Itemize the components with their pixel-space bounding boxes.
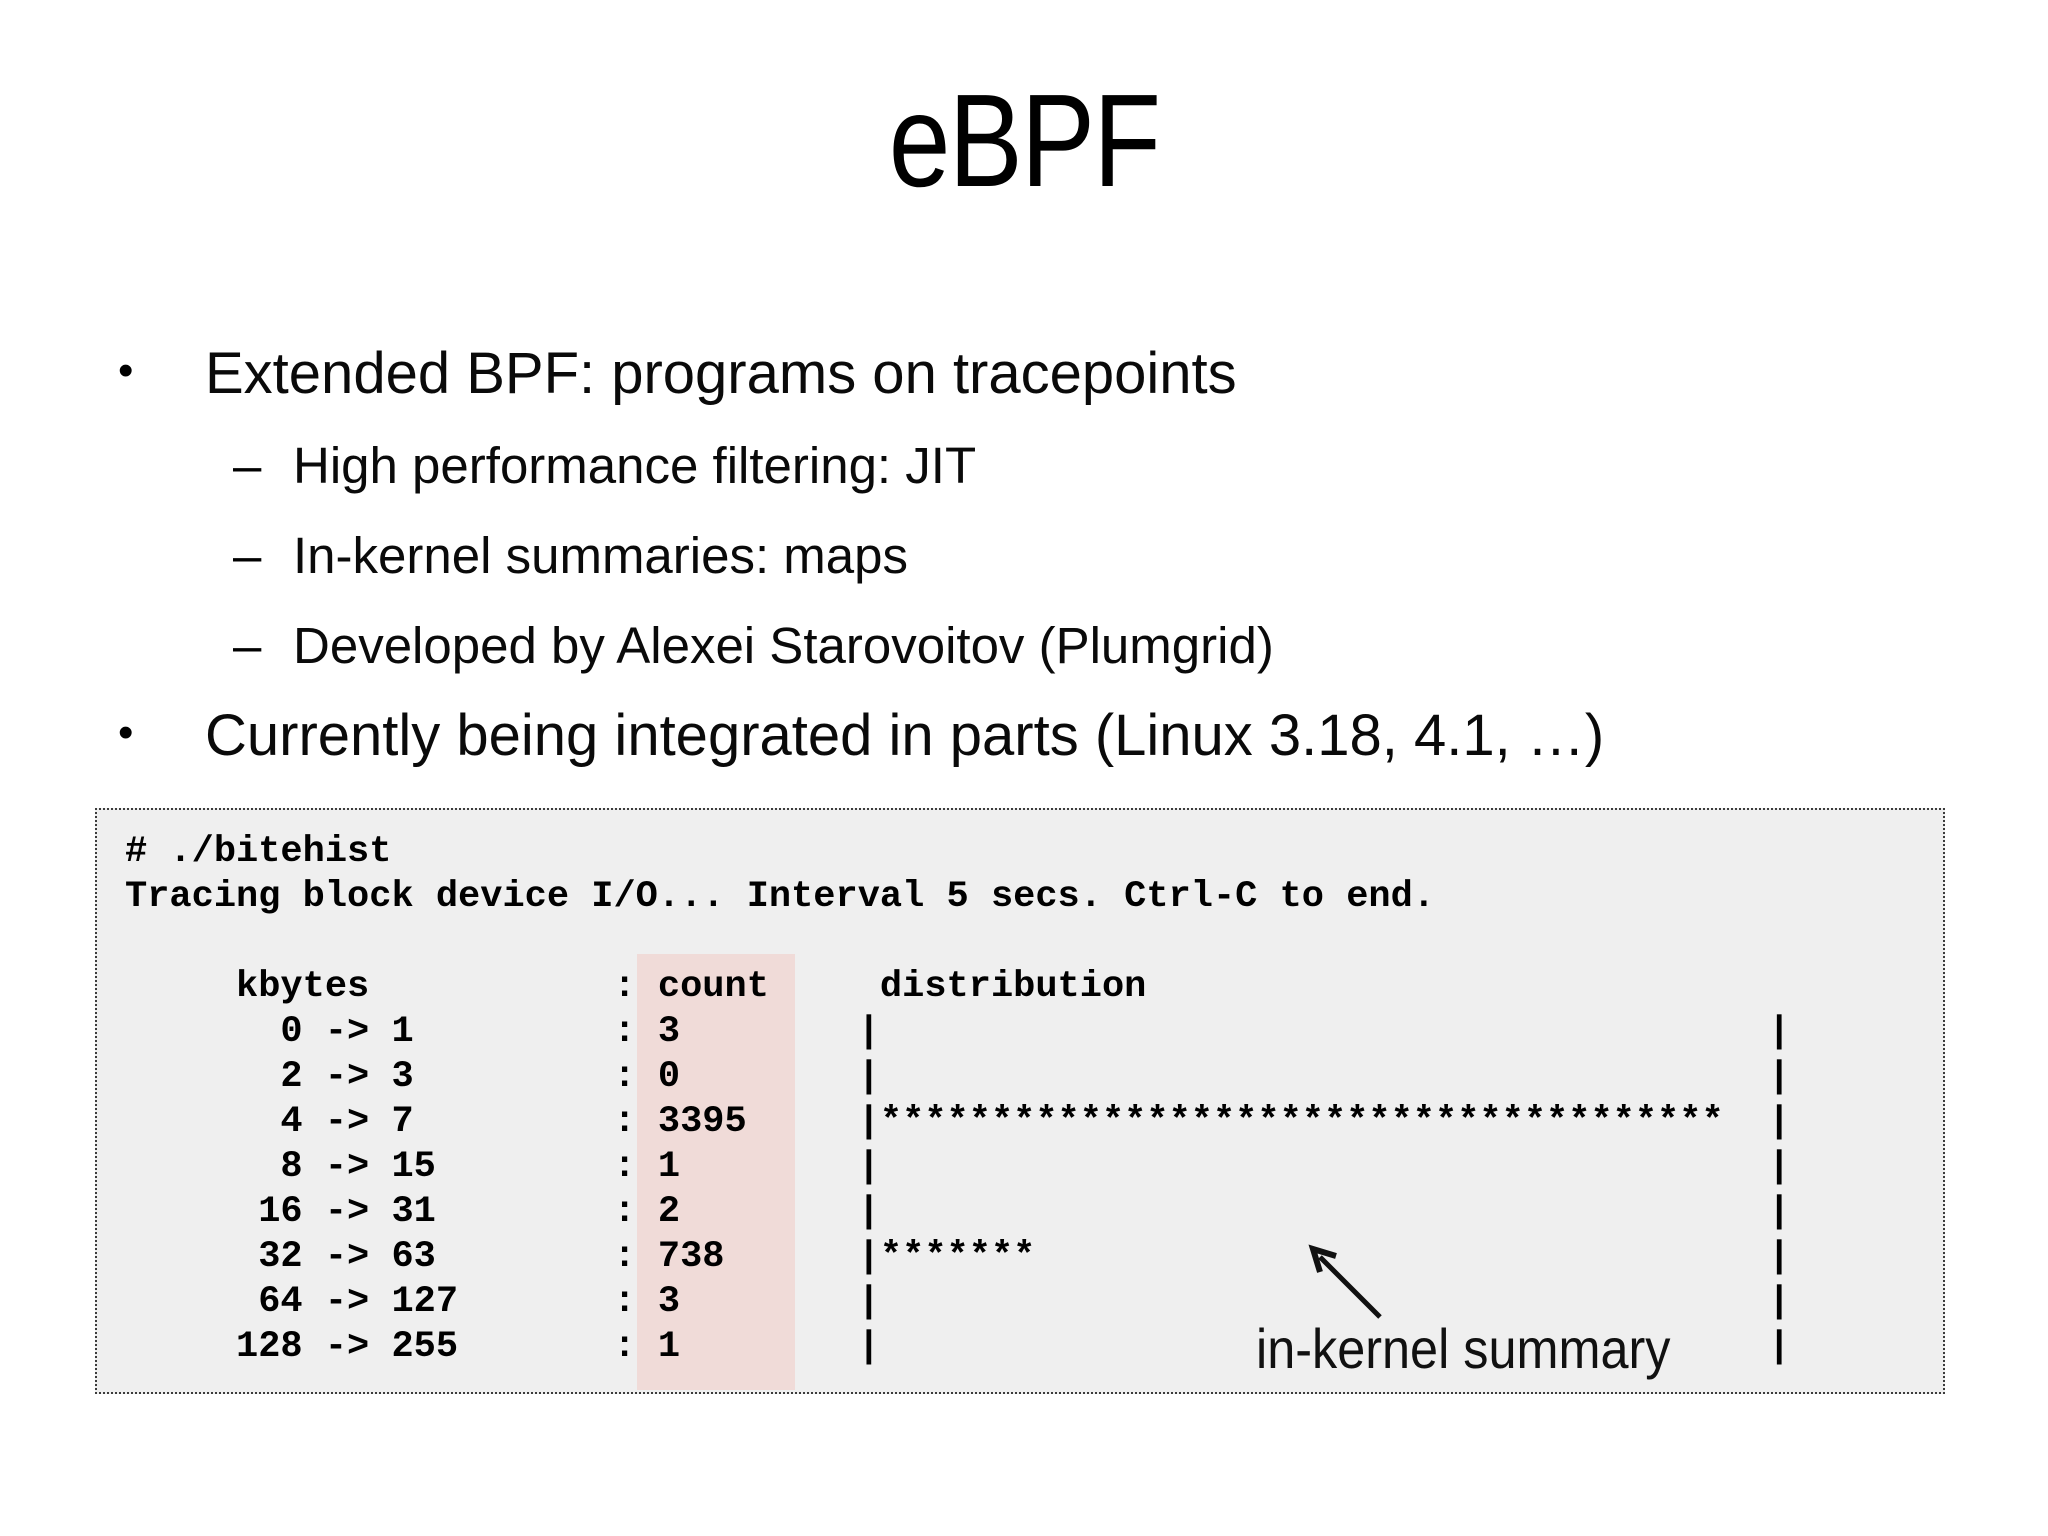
bullet-text: Extended BPF: programs on tracepoints <box>205 341 1237 406</box>
histogram-row: 8 -> 15 : 1 | | <box>125 1146 1791 1188</box>
bullet-text: High performance filtering: JIT <box>293 437 977 494</box>
histogram-row: 128 -> 255 : 1 | | <box>125 1326 1791 1368</box>
terminal-command-line: # ./bitehist <box>125 831 392 873</box>
terminal-status-line: Tracing block device I/O... Interval 5 s… <box>125 876 1436 918</box>
histogram-row: 4 -> 7 : 3395 |*************************… <box>125 1101 1791 1143</box>
bullet-text: In-kernel summaries: maps <box>293 527 909 584</box>
count-column-highlight <box>637 954 795 1390</box>
histogram-row: 32 -> 63 : 738 |******* | <box>125 1236 1791 1278</box>
page-title-text: eBPF <box>888 67 1161 214</box>
annotation-label: in-kernel summary <box>1256 1317 1671 1380</box>
terminal-output-box: # ./bitehist Tracing block device I/O...… <box>95 808 1945 1394</box>
histogram-row: 64 -> 127 : 3 | | <box>125 1281 1791 1323</box>
bullet-dash-icon: – <box>233 437 262 494</box>
histogram-row: 16 -> 31 : 2 | | <box>125 1191 1791 1233</box>
bullet-text: Developed by Alexei Starovoitov (Plumgri… <box>293 617 1274 674</box>
histogram-header-line: kbytes : count distribution <box>125 966 1147 1008</box>
bullet-dot-icon: • <box>118 346 134 395</box>
page-title: eBPF <box>0 67 2048 214</box>
bullet-dot-icon: • <box>118 708 134 757</box>
histogram-row: 2 -> 3 : 0 | | <box>125 1056 1791 1098</box>
terminal-lines: # ./bitehist Tracing block device I/O...… <box>125 830 1790 1370</box>
bullet-text: Currently being integrated in parts (Lin… <box>205 703 1605 768</box>
bullet-dash-icon: – <box>233 617 262 674</box>
histogram-row: 0 -> 1 : 3 | | <box>125 1011 1791 1053</box>
bullet-dash-icon: – <box>233 527 262 584</box>
terminal-blank-line <box>125 920 1790 965</box>
